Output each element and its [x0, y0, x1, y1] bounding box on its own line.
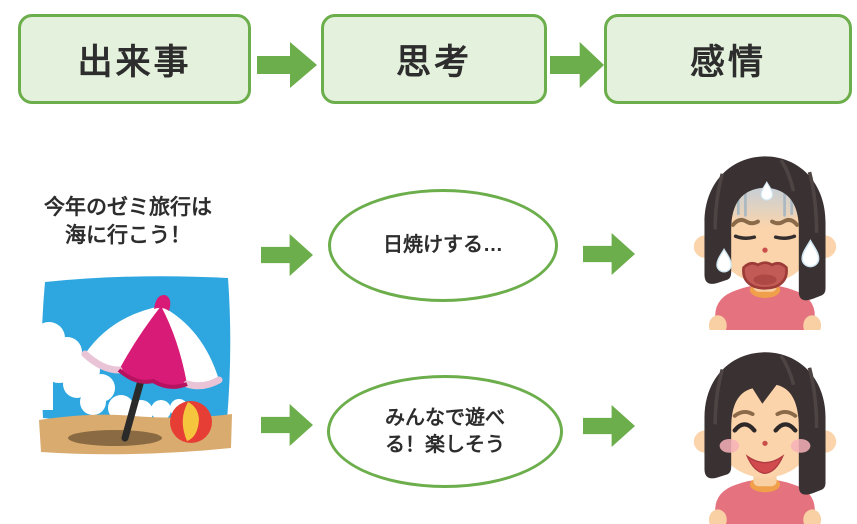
umbrella-shadow	[68, 430, 162, 446]
eyebrows	[730, 218, 800, 227]
clouds	[33, 322, 188, 424]
event-text: 今年のゼミ旅行は 海に行こう！	[12, 194, 244, 250]
arrow-right-icon	[583, 233, 635, 275]
thought-text-line1: みんなで遊べ	[385, 406, 505, 429]
smiling-woman-icon	[693, 352, 837, 524]
worried-woman-illustration	[676, 146, 854, 330]
hair	[704, 156, 826, 301]
header-box-event: 出来事	[18, 14, 251, 104]
nose	[762, 440, 768, 446]
umbrella-canopy	[81, 294, 223, 390]
cheek	[719, 439, 740, 453]
header-box-emotion: 感情	[604, 14, 852, 104]
header-box-thought: 思考	[321, 14, 547, 104]
beach-ball	[170, 401, 212, 443]
hair	[704, 352, 826, 495]
eyes-closed	[733, 234, 797, 240]
arrow-right-icon	[261, 404, 313, 446]
mouth-smile	[745, 454, 785, 474]
beach-illustration	[33, 268, 238, 458]
cheek	[790, 439, 811, 453]
arrow-right-icon	[583, 405, 635, 447]
arrow-right-icon	[261, 234, 313, 276]
header-label-event: 出来事	[77, 42, 192, 82]
hair-streaks	[713, 158, 819, 233]
eyebrows	[732, 410, 798, 418]
thought-bubble-negative: 日焼けする…	[328, 189, 558, 302]
arrow-right-icon	[550, 42, 604, 88]
event-text-line1: 今年のゼミ旅行は	[44, 196, 212, 219]
worried-woman-icon	[693, 156, 837, 330]
thought-text-line2: る！楽しそう	[385, 433, 505, 456]
shirt	[715, 284, 815, 330]
thought-text: 日焼けする…	[383, 234, 503, 256]
header-label-thought: 思考	[395, 42, 472, 82]
sweat-drops	[716, 181, 820, 273]
hair-streaks	[713, 354, 819, 428]
nose	[762, 247, 768, 253]
face	[714, 381, 816, 478]
arrow-right-icon	[257, 42, 317, 88]
eyes-happy	[732, 422, 798, 433]
header-label-emotion: 感情	[689, 42, 766, 82]
thought-bubble-positive: みんなで遊べ る！楽しそう	[327, 375, 563, 488]
event-text-line2: 海に行こう！	[65, 224, 191, 247]
smiling-woman-illustration	[676, 342, 854, 524]
beach-umbrella-icon	[33, 276, 232, 455]
umbrella-cap	[154, 294, 171, 311]
shirt	[715, 479, 815, 524]
